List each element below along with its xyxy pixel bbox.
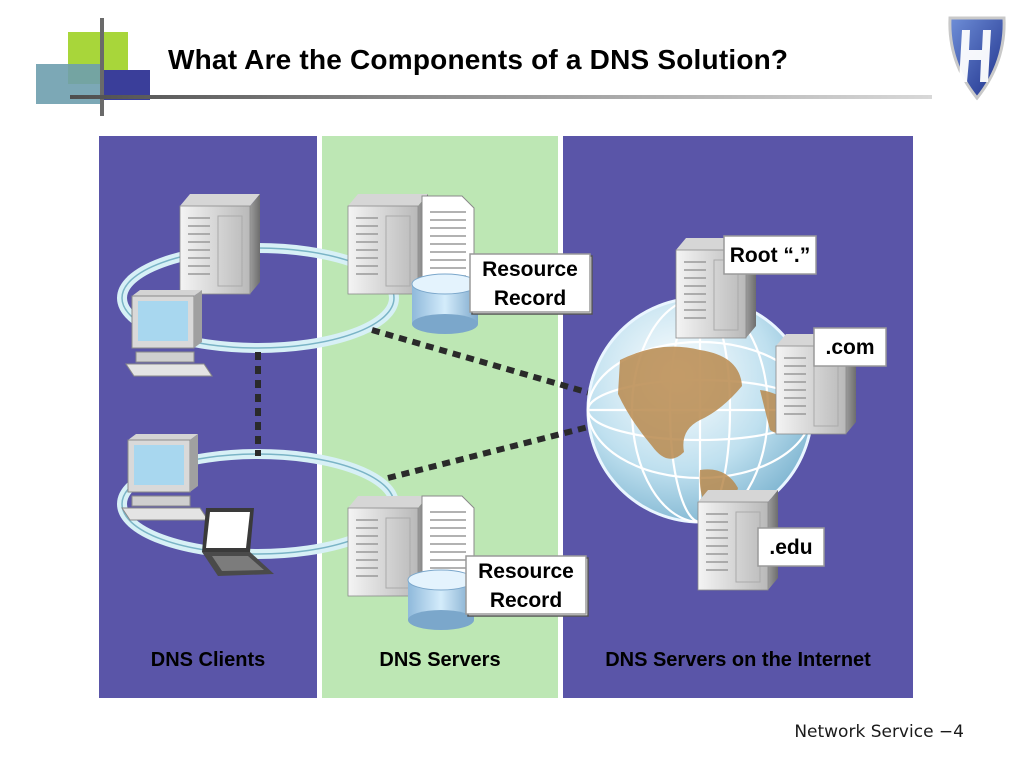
com-label: .com — [825, 336, 874, 359]
resource-record-label: Resource — [482, 258, 578, 281]
slide-footer: Network Service −4 — [794, 722, 964, 742]
dns-servers-label: DNS Servers — [379, 649, 500, 671]
resource-record-label: Record — [494, 287, 566, 310]
title-divider — [70, 95, 932, 99]
resource-record-callout-top: Resource Record — [469, 253, 593, 315]
page-title: What Are the Components of a DNS Solutio… — [168, 44, 789, 75]
resource-record-label: Resource — [478, 560, 574, 583]
edu-callout: .edu — [757, 527, 825, 567]
database-icon — [411, 273, 479, 335]
edu-label: .edu — [769, 536, 812, 559]
root-label: Root “.” — [730, 244, 810, 267]
root-callout: Root “.” — [723, 235, 817, 275]
header-decoration — [0, 0, 170, 120]
com-callout: .com — [813, 327, 887, 367]
dns-clients-label: DNS Clients — [151, 649, 265, 671]
shield-logo-icon — [948, 16, 1006, 101]
resource-record-label: Record — [490, 589, 562, 612]
connector-lines — [255, 327, 601, 481]
internet-servers-label: DNS Servers on the Internet — [605, 649, 871, 671]
client-server-icon — [179, 193, 261, 295]
database-icon — [407, 569, 475, 631]
resource-record-callout-bottom: Resource Record — [465, 555, 589, 617]
